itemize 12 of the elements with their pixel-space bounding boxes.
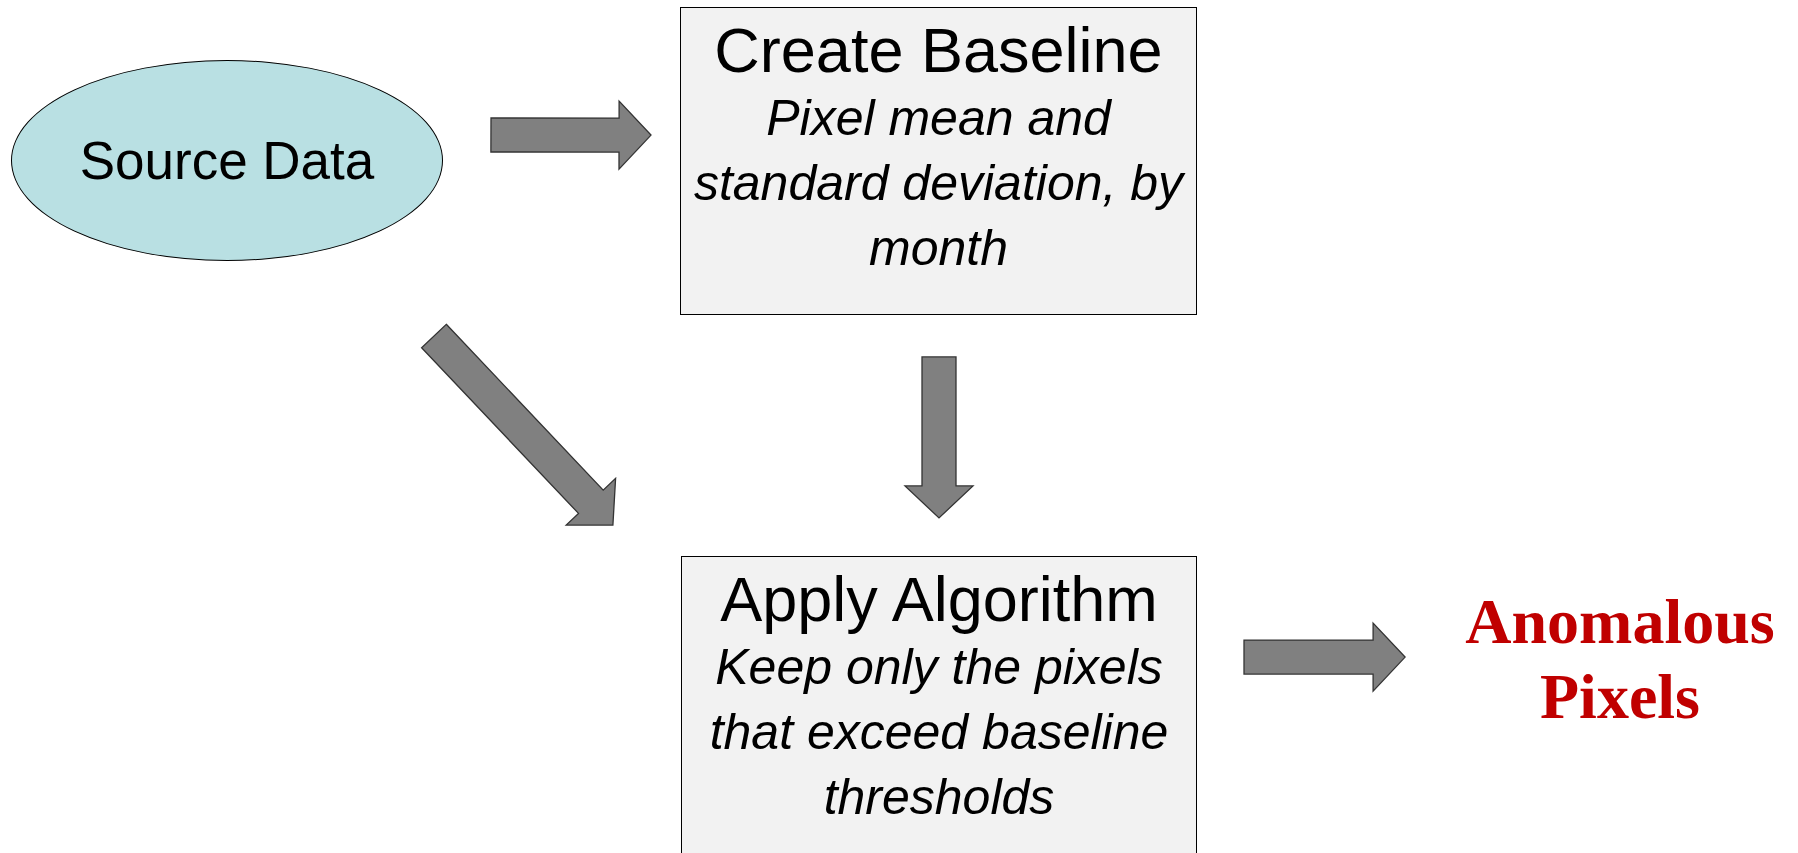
box-description: Keep only the pixels that exceed baseline thresholds: [708, 638, 1170, 828]
process-box: [681, 556, 1197, 853]
box-heading: Create Baseline: [714, 14, 1163, 87]
node-label: Source Data: [79, 130, 375, 191]
block-arrow: [1243, 621, 1406, 693]
block-arrow: [490, 99, 652, 171]
process-box: [680, 7, 1197, 315]
box-description: Pixel mean and standard deviation, by month: [693, 89, 1184, 279]
output-label: Anomalous Pixels: [1464, 585, 1776, 734]
block-arrow: [420, 323, 617, 526]
box-heading: Apply Algorithm: [720, 563, 1158, 636]
block-arrow: [903, 356, 975, 519]
